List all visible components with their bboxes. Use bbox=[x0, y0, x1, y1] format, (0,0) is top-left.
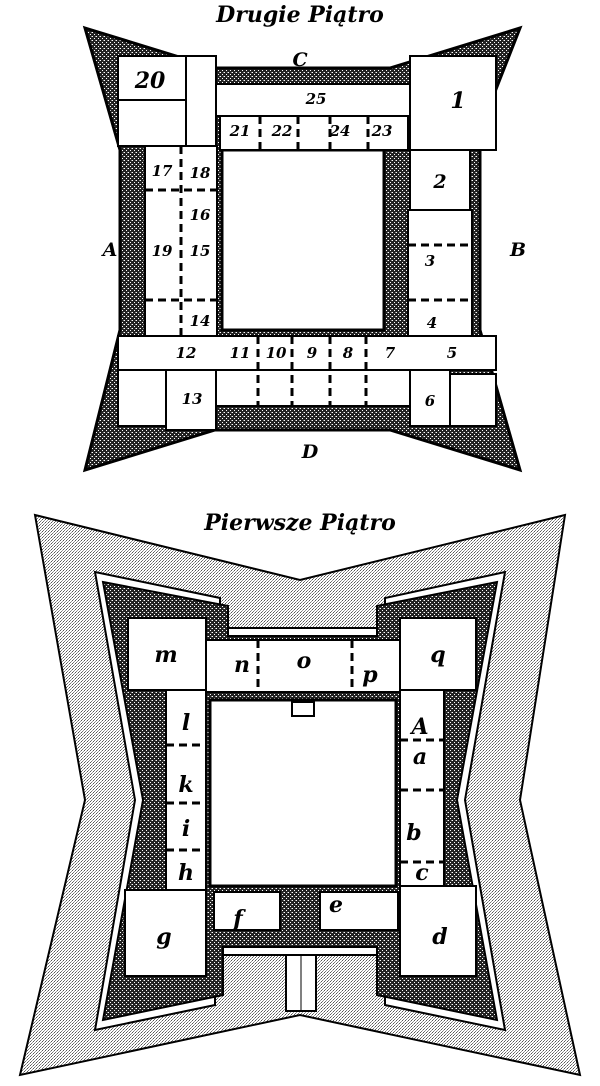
room-label: m bbox=[154, 642, 177, 668]
room-label: 14 bbox=[190, 312, 211, 330]
wing-label-a: A bbox=[101, 239, 118, 261]
room-e bbox=[319, 891, 399, 931]
room-label: o bbox=[297, 648, 312, 674]
room-label: c bbox=[415, 860, 429, 886]
room-label: 17 bbox=[152, 162, 173, 180]
lower-courtyard bbox=[208, 698, 398, 888]
upper-room-labels: 1 2 3 4 5 6 7 8 9 10 11 12 13 14 15 16 1… bbox=[134, 68, 466, 410]
corridor-d bbox=[117, 335, 497, 371]
room-label: 16 bbox=[190, 206, 211, 224]
room-label: 20 bbox=[134, 68, 166, 94]
wing-lkih bbox=[165, 689, 207, 891]
wing-label-b: B bbox=[509, 239, 526, 261]
room-label: 23 bbox=[371, 122, 393, 140]
wing-aabc bbox=[399, 689, 445, 887]
room-label: 11 bbox=[230, 344, 251, 362]
room-label: n bbox=[234, 652, 250, 678]
room-label: k bbox=[178, 772, 193, 798]
room-label: 8 bbox=[343, 344, 354, 362]
room-13 bbox=[165, 369, 217, 431]
room-g bbox=[124, 889, 207, 977]
room-label: 13 bbox=[182, 390, 203, 408]
room-label: 2 bbox=[432, 171, 446, 193]
room-label: 22 bbox=[271, 122, 293, 140]
room-label: i bbox=[182, 816, 190, 842]
room-m bbox=[127, 617, 207, 691]
corridor-nop bbox=[205, 639, 401, 693]
room-label: 19 bbox=[152, 242, 173, 260]
wing-label-c: C bbox=[292, 49, 307, 71]
room-f bbox=[213, 891, 281, 931]
room-label: e bbox=[329, 892, 343, 918]
room-label: A bbox=[409, 714, 428, 740]
upper-floor-title: Drugie Piątro bbox=[215, 2, 384, 28]
room-label: 1 bbox=[450, 88, 465, 114]
room-label: 10 bbox=[266, 344, 287, 362]
room-label: 12 bbox=[176, 344, 197, 362]
room-label: 18 bbox=[190, 164, 211, 182]
room-label: 21 bbox=[229, 122, 251, 140]
room-label: d bbox=[432, 924, 447, 950]
room-label: 3 bbox=[425, 252, 435, 270]
room-label: h bbox=[178, 860, 194, 886]
room-label: 24 bbox=[329, 122, 351, 140]
room-label: 25 bbox=[305, 90, 327, 108]
upper-floor-plan: Drugie Piątro C A B D bbox=[82, 2, 526, 473]
room-label: l bbox=[182, 710, 190, 736]
wing-b-rooms bbox=[407, 209, 473, 337]
room-label: b bbox=[406, 820, 421, 846]
corridor-11-7 bbox=[215, 369, 411, 407]
room-d bbox=[399, 885, 477, 977]
room-label: p bbox=[362, 662, 378, 688]
upper-courtyard bbox=[220, 148, 386, 332]
room-1 bbox=[409, 55, 497, 151]
room-label: 7 bbox=[385, 344, 396, 362]
lower-floor-title: Pierwsze Piątro bbox=[203, 510, 396, 536]
room-2 bbox=[409, 149, 471, 211]
room-label: 4 bbox=[427, 314, 437, 332]
lower-room-labels: m n o p q l k i h g f e d c b a A bbox=[154, 642, 447, 950]
room-label: 5 bbox=[447, 344, 457, 362]
room-label: a bbox=[413, 744, 427, 770]
room-label: 9 bbox=[307, 344, 318, 362]
room-label: f bbox=[231, 906, 246, 932]
room-label: 15 bbox=[190, 242, 211, 260]
room-label: g bbox=[156, 924, 171, 950]
room-label: q bbox=[430, 642, 445, 668]
room-label: 6 bbox=[425, 392, 436, 410]
wing-label-d: D bbox=[301, 441, 319, 463]
lower-floor-plan: Pierwsze Piątro m n o p q l k bbox=[18, 510, 582, 1077]
